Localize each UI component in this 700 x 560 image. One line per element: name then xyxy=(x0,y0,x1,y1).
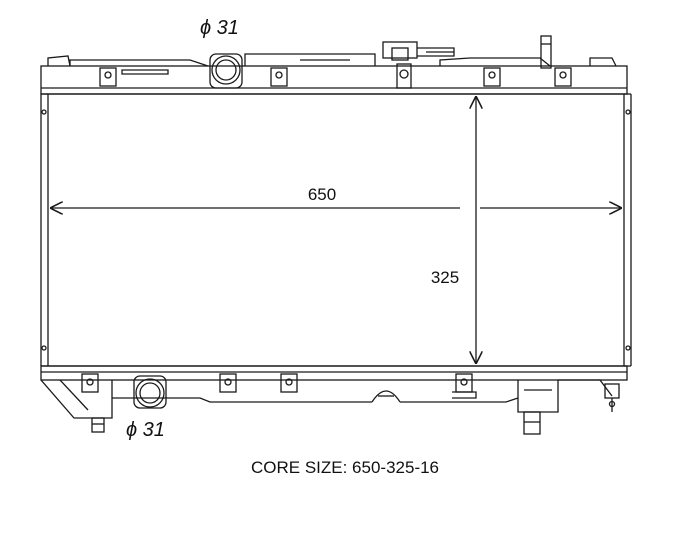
width-label: 650 xyxy=(308,185,336,204)
bottom-tank xyxy=(40,365,628,419)
height-label: 325 xyxy=(431,268,459,287)
core xyxy=(40,93,632,367)
inlet-diameter-label: ϕ 31 xyxy=(200,17,239,39)
filler-cap xyxy=(382,41,455,89)
outlet-pipe xyxy=(133,375,167,409)
left-mount-pin xyxy=(91,417,105,433)
inlet-pipe xyxy=(209,53,243,89)
overflow-nipple xyxy=(540,35,552,69)
top-tank xyxy=(40,53,628,95)
core-size-caption: CORE SIZE: 650-325-16 xyxy=(250,458,440,477)
outlet-diameter-label: ϕ 31 xyxy=(126,419,165,441)
right-mount-pin xyxy=(523,411,541,435)
